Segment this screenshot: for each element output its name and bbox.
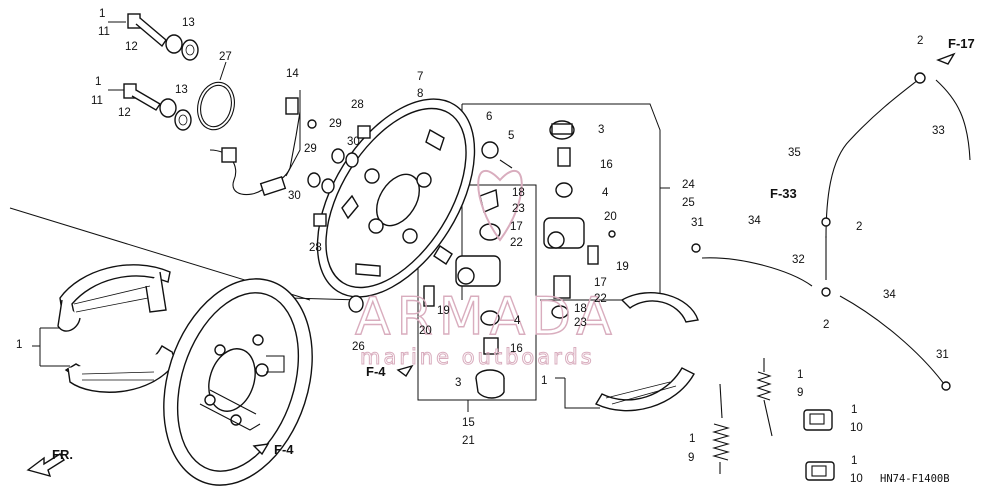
- callout-c9: 27: [219, 51, 232, 63]
- callout-c17: 7: [417, 71, 423, 83]
- callout-c15: 30: [288, 190, 301, 202]
- callout-c34: 18: [574, 303, 587, 315]
- watermark-title: ARMADA: [355, 287, 618, 347]
- callout-c27: 23: [512, 203, 525, 215]
- callout-c57: 9: [797, 387, 803, 399]
- o-ring: [197, 81, 235, 131]
- callout-c61: 9: [688, 452, 694, 464]
- callout-c10: 14: [286, 68, 299, 80]
- brake-cable-lower: [691, 243, 951, 391]
- callout-c12: 29: [329, 118, 342, 130]
- callout-c7: 12: [118, 107, 131, 119]
- brake-hose: [209, 97, 317, 196]
- callout-c4: 13: [182, 17, 195, 29]
- callout-c48: 35: [788, 147, 801, 159]
- bolt-set-lower: [123, 83, 192, 131]
- reference-label-f17: F-17: [948, 36, 975, 51]
- callout-c14: 29: [304, 143, 317, 155]
- callout-c54: 34: [883, 289, 896, 301]
- reference-arrow-icon: [396, 364, 414, 378]
- callout-c56: 1: [797, 369, 803, 381]
- callout-c62: 1: [851, 455, 857, 467]
- callout-c53: 2: [823, 319, 829, 331]
- brake-shoe-right: [595, 292, 699, 412]
- callout-c28: 17: [510, 221, 523, 233]
- bolt-set-upper: [127, 13, 199, 61]
- callout-c42: 21: [462, 435, 475, 447]
- clip-lower: [805, 461, 835, 481]
- watermark-logo-icon: [477, 170, 523, 242]
- callout-c38: 4: [514, 315, 521, 327]
- callout-c40: 3: [455, 377, 461, 389]
- callout-c20: 5: [508, 130, 514, 142]
- callout-c19: 6: [486, 111, 492, 123]
- callout-c24: 24: [682, 179, 695, 191]
- reference-label-f33: F-33: [770, 186, 797, 201]
- callout-c60: 1: [689, 433, 695, 445]
- callout-c30: 20: [604, 211, 617, 223]
- callout-c33: 22: [594, 293, 607, 305]
- wheel-cylinder-lower: [423, 255, 571, 399]
- callout-c6: 11: [91, 95, 103, 107]
- callout-c44: 1: [16, 339, 22, 351]
- callout-c26: 18: [512, 187, 525, 199]
- reference-arrow-icon: [936, 52, 956, 65]
- callout-c50: 31: [691, 217, 704, 229]
- callout-c1: 1: [99, 8, 105, 20]
- backing-plate-rear: [163, 278, 313, 486]
- callout-c35: 23: [574, 317, 587, 329]
- callout-c49: 2: [856, 221, 862, 233]
- spring-upper: [756, 358, 773, 437]
- reference-label-f4-center: F-4: [366, 364, 386, 379]
- reference-arrow-icon: [252, 443, 270, 456]
- front-label: FR.: [52, 447, 73, 462]
- diagram-code: HN74-F1400B: [880, 473, 950, 485]
- callout-c46: 2: [917, 35, 923, 47]
- brake-shoe-left: [57, 264, 171, 332]
- callout-c13: 30: [347, 136, 360, 148]
- reference-label-f4-lower: F-4: [274, 442, 294, 457]
- callout-c41: 15: [462, 417, 475, 429]
- callout-c22: 16: [600, 159, 613, 171]
- callout-c43: 26: [352, 341, 365, 353]
- brake-cable-upper: [821, 72, 971, 297]
- callout-c25: 25: [682, 197, 695, 209]
- wheel-cylinder-upper: [479, 120, 616, 265]
- callout-c58: 1: [851, 404, 857, 416]
- callout-c16: 28: [309, 242, 322, 254]
- callout-c5: 1: [95, 76, 101, 88]
- callout-c29: 22: [510, 237, 523, 249]
- watermark: ARMADA marine outboards: [354, 170, 618, 370]
- callout-c51: 34: [748, 215, 761, 227]
- callout-c3: 12: [125, 41, 138, 53]
- callout-c36: 20: [419, 325, 432, 337]
- callout-c52: 32: [792, 254, 805, 266]
- callout-c55: 31: [936, 349, 949, 361]
- callout-c63: 10: [850, 473, 863, 485]
- fasteners-center: [307, 125, 371, 313]
- watermark-subtitle: marine outboards: [360, 345, 595, 369]
- brake-shoe-left-lower: [64, 345, 177, 393]
- callout-c47: 33: [932, 125, 945, 137]
- callout-c11: 28: [351, 99, 364, 111]
- callout-c8: 13: [175, 84, 188, 96]
- callout-c31: 19: [616, 261, 629, 273]
- callout-c2: 11: [98, 26, 110, 38]
- callout-c32: 17: [594, 277, 607, 289]
- brake-panel: [316, 98, 476, 298]
- callout-c23: 4: [602, 187, 609, 199]
- leader-lines: [9, 21, 670, 412]
- callout-c21: 3: [598, 124, 604, 136]
- front-arrow-icon: [26, 453, 65, 478]
- callout-c37: 19: [437, 305, 450, 317]
- callout-c45: 1: [541, 375, 547, 387]
- callout-c18: 8: [417, 88, 423, 100]
- clip-upper: [803, 409, 833, 431]
- spring-lower: [711, 383, 731, 474]
- callout-c59: 10: [850, 422, 863, 434]
- callout-c39: 16: [510, 343, 523, 355]
